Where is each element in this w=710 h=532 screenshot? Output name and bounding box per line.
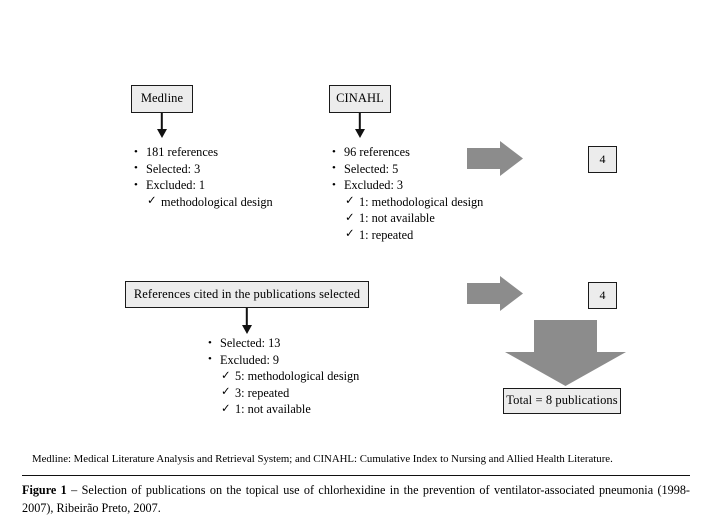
list-item: Excluded: 3 — [332, 177, 483, 194]
arrow-head-icon — [242, 325, 252, 334]
block-arrow-down-total — [505, 320, 626, 386]
figure-caption: Figure 1 – Selection of publications on … — [22, 481, 690, 517]
list-subitem: methodological design — [134, 193, 273, 211]
list-medline-results: 181 references Selected: 3 Excluded: 1 m… — [134, 144, 273, 210]
arrow-head-icon — [157, 129, 167, 138]
figure-caption-text: Selection of publications on the topical… — [22, 483, 690, 515]
node-total-publications: Total = 8 publications — [503, 388, 621, 414]
list-item: 96 references — [332, 144, 483, 161]
list-item: Excluded: 9 — [208, 351, 359, 369]
caption-divider — [22, 475, 690, 477]
list-item: Selected: 13 — [208, 335, 359, 352]
connector-arrow-cinahl-down — [353, 113, 367, 138]
list-cinahl-results: 96 references Selected: 5 Excluded: 3 1:… — [332, 144, 483, 243]
list-subitem: 3: repeated — [208, 384, 359, 402]
node-cinahl: CINAHL — [329, 85, 391, 113]
list-subitem: 5: methodological design — [208, 368, 359, 385]
connector-arrow-medline-down — [155, 113, 169, 138]
arrow-head-icon — [355, 129, 365, 138]
arrow-shaft — [245, 308, 249, 326]
list-item: Selected: 5 — [332, 160, 483, 178]
node-medline: Medline — [131, 85, 193, 113]
list-subitem: 1: not available — [332, 210, 483, 227]
connector-arrow-references-down — [240, 308, 254, 334]
block-arrow-right-stage-2 — [467, 276, 523, 311]
list-references-results: Selected: 13 Excluded: 9 5: methodologic… — [208, 335, 359, 418]
arrow-shaft — [160, 113, 164, 130]
count-box-stage-1: 4 — [588, 146, 617, 173]
arrow-shaft — [358, 113, 362, 130]
block-arrow-right-stage-1 — [467, 141, 523, 176]
abbreviations-note: Medline: Medical Literature Analysis and… — [32, 453, 613, 465]
figure-caption-dash: – — [66, 483, 82, 497]
list-subitem: 1: not available — [208, 401, 359, 418]
list-item: 181 references — [134, 144, 273, 161]
figure-caption-label: Figure 1 — [22, 483, 67, 497]
list-subitem: 1: repeated — [332, 226, 483, 244]
list-item: Selected: 3 — [134, 160, 273, 178]
node-references-cited: References cited in the publications sel… — [125, 281, 369, 308]
count-box-stage-2: 4 — [588, 282, 617, 309]
list-item: Excluded: 1 — [134, 177, 273, 194]
list-subitem: 1: methodological design — [332, 193, 483, 211]
